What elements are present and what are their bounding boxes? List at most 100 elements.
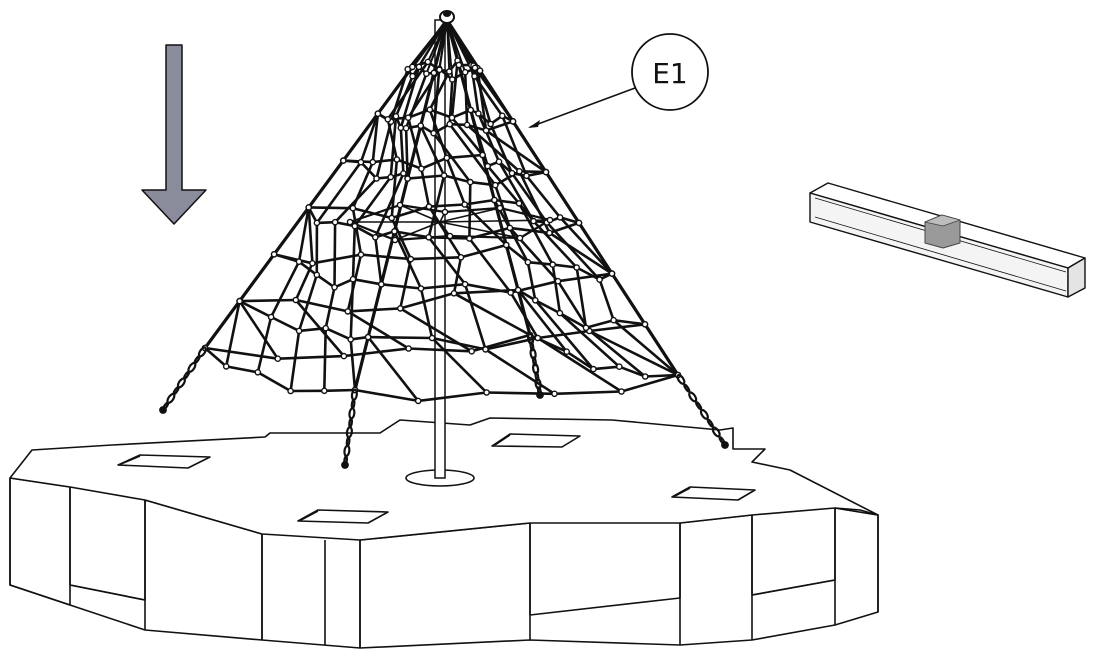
rope-segment	[428, 108, 449, 160]
rope-knot	[463, 121, 471, 129]
rope-segment	[430, 336, 488, 394]
rope-segment	[416, 391, 488, 403]
rope-knot	[436, 66, 443, 74]
rope-knot	[590, 365, 597, 373]
rope-knot	[400, 170, 407, 177]
rope-knot	[554, 277, 562, 285]
rope-segment	[315, 273, 336, 289]
rope-segment	[398, 203, 447, 214]
rope-segment	[588, 329, 680, 377]
rope-segment	[489, 122, 514, 175]
rope-segment	[427, 205, 463, 259]
rope-segment	[349, 338, 357, 392]
rope-knot	[369, 158, 377, 166]
rope-segment	[294, 298, 346, 358]
rope-segment	[409, 255, 463, 261]
rope-knot	[428, 334, 436, 342]
rope-knot	[507, 289, 515, 296]
rope-segment	[553, 390, 623, 396]
rope-segment	[448, 234, 522, 240]
rope-knot	[641, 320, 649, 328]
rope-segment	[427, 203, 467, 208]
rope-segment	[398, 257, 413, 310]
rope-segment	[446, 19, 451, 73]
rope-segment	[452, 291, 532, 337]
rope-knot	[616, 363, 623, 371]
rope-segment	[443, 206, 502, 214]
leader-arrowhead	[528, 120, 540, 128]
rope-segment	[598, 278, 615, 322]
rope-segment	[376, 65, 414, 115]
rope-segment	[442, 174, 472, 184]
rope-knot	[582, 324, 590, 332]
rope-knot	[349, 204, 357, 212]
rope-segment	[532, 219, 579, 269]
rope-knot	[446, 232, 454, 240]
rope-knot	[440, 172, 448, 179]
rope-segment	[404, 126, 409, 180]
rope-segment	[588, 322, 647, 333]
rope-knot	[471, 64, 479, 72]
rope-segment	[371, 112, 380, 164]
rope-segment	[394, 221, 441, 241]
rope-segment	[473, 75, 504, 118]
rope-segment	[592, 365, 621, 371]
rope-segment	[353, 335, 370, 392]
rope-knot	[417, 122, 425, 129]
rope-segment	[203, 346, 228, 368]
rope-segment	[420, 167, 431, 208]
anchor-chains	[159, 332, 729, 469]
rope-knot	[475, 110, 482, 117]
rope-segment	[428, 70, 451, 111]
rope-segment	[371, 158, 399, 164]
rope-knot	[446, 120, 454, 128]
rope-knot	[448, 76, 456, 83]
rope-segment	[575, 266, 601, 281]
rope-segment	[481, 153, 496, 202]
rope-segment	[439, 221, 521, 239]
rope-knot	[295, 327, 303, 335]
rope-segment	[351, 224, 357, 281]
rope-knot	[546, 229, 553, 237]
rope-knot	[409, 72, 416, 80]
footing-cutout	[491, 433, 581, 448]
rope-knot	[309, 259, 316, 267]
rope-segment	[419, 282, 467, 290]
rope-segment	[445, 153, 484, 160]
rope-segment	[353, 388, 420, 403]
rope-knot	[484, 162, 492, 170]
rope-segment	[485, 391, 556, 396]
rope-segment	[551, 263, 562, 315]
rope-segment	[238, 253, 276, 303]
chain-link	[676, 373, 686, 385]
rope-segment	[294, 298, 350, 313]
rope-segment	[556, 272, 614, 283]
rope-segment	[342, 347, 410, 358]
chain-end	[721, 441, 729, 449]
rope-segment	[504, 243, 530, 264]
rope-segment	[333, 277, 355, 289]
rope-segment	[375, 120, 393, 180]
rope-knot	[608, 270, 616, 277]
rope-segment	[324, 326, 353, 341]
rope-segment	[238, 299, 280, 361]
rope-segment	[289, 329, 301, 393]
rope-knot	[448, 114, 456, 121]
down-arrow-icon	[141, 44, 207, 225]
rope-knot	[482, 346, 489, 353]
rope-knot	[461, 68, 469, 76]
rope-segment	[373, 236, 383, 286]
rope-segment	[497, 160, 535, 223]
rope-knot	[346, 218, 354, 226]
rope-segment	[406, 68, 441, 119]
rope-segment	[373, 230, 396, 239]
rope-knot	[415, 63, 423, 71]
rope-segment	[346, 310, 410, 350]
rope-segment	[498, 206, 552, 222]
chain-end	[159, 406, 167, 414]
rope-segment	[526, 260, 537, 302]
rope-segment	[346, 307, 402, 313]
rope-knot	[516, 167, 523, 175]
rope-knot	[371, 233, 379, 241]
